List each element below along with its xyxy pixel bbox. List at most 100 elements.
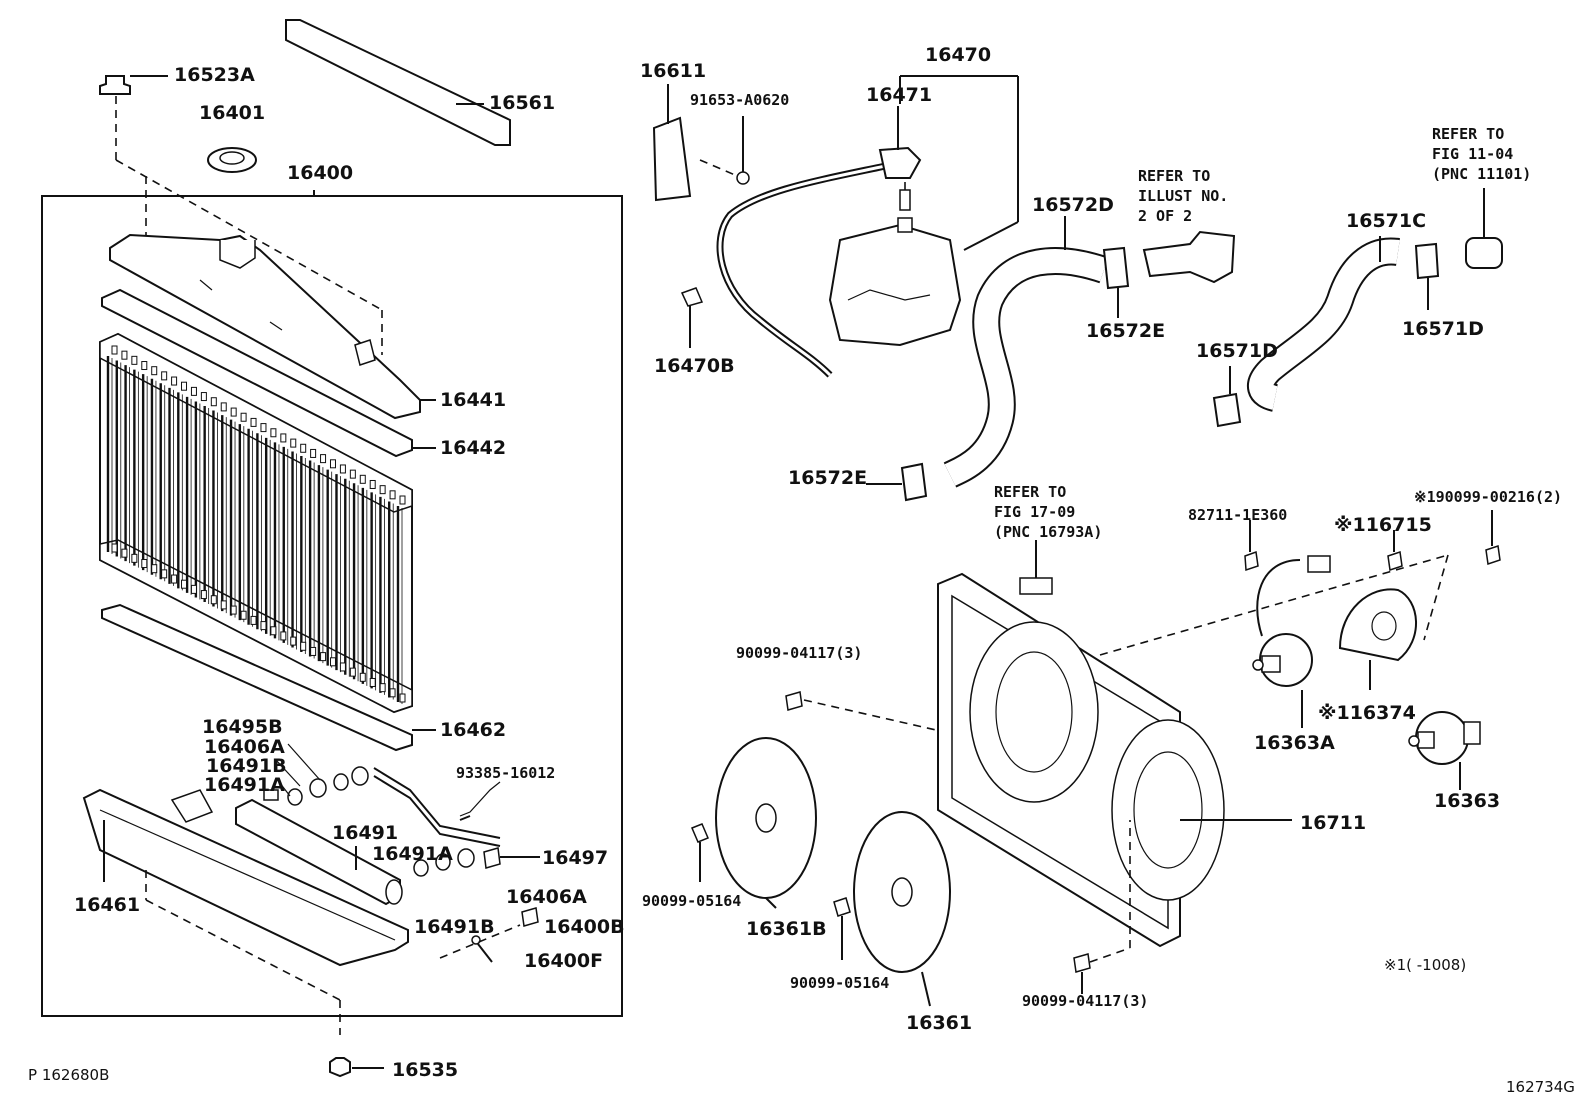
oil-cooler-16491 — [235, 798, 403, 906]
header-slot — [300, 443, 307, 453]
header-slot — [190, 584, 197, 594]
header-slot — [200, 590, 207, 600]
header-slot — [399, 693, 406, 703]
ref-fig1709-line2: FIG 17-09 — [994, 503, 1076, 521]
header-slot — [290, 636, 297, 646]
header-slot — [339, 464, 346, 474]
label-16363: 16363 — [1434, 790, 1501, 812]
label-16571C: 16571C — [1346, 210, 1427, 232]
label-16400F: 16400F — [524, 950, 604, 972]
label-16611: 16611 — [640, 60, 707, 82]
label-93385-16012: 93385-16012 — [456, 764, 556, 782]
label-16491A-upper: 16491A — [204, 774, 285, 796]
fan-shroud-16711 — [937, 540, 1292, 948]
ref-fig1709-line1: REFER TO — [994, 483, 1067, 501]
label-16561: 16561 — [489, 92, 556, 114]
ref-fig1104-line2: FIG 11-04 — [1432, 145, 1514, 163]
radiator-core — [99, 332, 413, 714]
label-16497: 16497 — [542, 847, 609, 869]
label-16400B: 16400B — [544, 916, 625, 938]
label-16572D: 16572D — [1032, 194, 1114, 216]
motor-16363 — [1408, 711, 1481, 790]
header-slot — [379, 683, 386, 693]
gasket-16462 — [101, 603, 413, 752]
header-slot — [210, 397, 217, 407]
label-16401: 16401 — [199, 102, 266, 124]
lower-tank-16461 — [82, 788, 409, 967]
motor-16363A — [1252, 555, 1331, 728]
label-16462: 16462 — [440, 719, 507, 741]
label-90099-05164-right: 90099-05164 — [790, 974, 890, 992]
label-16572E-upper: 16572E — [1086, 320, 1166, 342]
hose-16572D — [943, 247, 1109, 488]
header-slot — [141, 361, 148, 371]
fittings-group — [275, 743, 540, 963]
header-slot — [290, 438, 297, 448]
header-slot — [200, 392, 207, 402]
label-16442: 16442 — [440, 437, 507, 459]
label-16711: 16711 — [1300, 812, 1367, 834]
header-slot — [161, 569, 168, 579]
header-slot — [161, 371, 168, 381]
header-slot — [349, 469, 356, 479]
header-slot — [310, 646, 317, 656]
label-82711-1E360: 82711-1E360 — [1188, 506, 1288, 524]
header-slot — [131, 355, 138, 365]
header-slot — [111, 543, 118, 553]
header-slot — [339, 662, 346, 672]
ref-illust-note: REFER TO ILLUST NO. 2 OF 2 — [1138, 166, 1228, 226]
upper-tank-16441 — [109, 233, 436, 420]
label-16491B-upper: 16491B — [206, 755, 287, 777]
cushion-16535 — [329, 1057, 351, 1078]
reserve-tank — [828, 182, 962, 347]
right-code: 162734G — [1506, 1078, 1575, 1096]
header-slot — [181, 381, 188, 391]
header-slot — [379, 485, 386, 495]
header-slot — [220, 402, 227, 412]
header-slot — [131, 553, 138, 563]
label-16491A-lower: 16491A — [372, 843, 453, 865]
header-slot — [270, 428, 277, 438]
label-90099-04117-lower: 90099-04117(3) — [1022, 992, 1149, 1010]
label-16495B: 16495B — [202, 716, 283, 738]
header-slot — [121, 548, 128, 558]
header-slot — [320, 652, 327, 662]
seal-16561 — [285, 19, 511, 146]
header-slot — [171, 574, 178, 584]
label-16406A-lower: 16406A — [506, 886, 587, 908]
ref-fig1104-note: REFER TO FIG 11-04 (PNC 11101) — [1432, 124, 1531, 184]
label-16571D-right: 16571D — [1402, 318, 1484, 340]
header-slot — [300, 641, 307, 651]
header-slot — [220, 600, 227, 610]
label-16406A-upper: 16406A — [204, 736, 285, 758]
header-slot — [230, 605, 237, 615]
label-16470B: 16470B — [654, 355, 735, 377]
ref-illust-line2: ILLUST NO. — [1138, 187, 1229, 205]
label-16572E-lower: 16572E — [788, 467, 868, 489]
fan-16361 — [853, 811, 951, 1007]
header-slot — [260, 423, 267, 433]
label-16374: ※116374 — [1318, 702, 1416, 724]
label-16361: 16361 — [906, 1012, 973, 1034]
label-16461: 16461 — [74, 894, 141, 916]
header-slot — [399, 495, 406, 505]
label-16470: 16470 — [925, 44, 992, 66]
header-slot — [250, 417, 257, 427]
label-90099-04117-upper: 90099-04117(3) — [736, 644, 863, 662]
header-slot — [230, 407, 237, 417]
header-slot — [141, 559, 148, 569]
label-16363A: 16363A — [1254, 732, 1335, 754]
label-16491B-lower: 16491B — [414, 916, 495, 938]
ref-illust-line3: 2 OF 2 — [1138, 207, 1193, 225]
header-slot — [151, 366, 158, 376]
header-slot — [270, 626, 277, 636]
label-16400: 16400 — [287, 162, 354, 184]
header-slot — [171, 376, 178, 386]
cover-16374 — [1338, 588, 1417, 662]
footnote: ※1( -1008) — [1384, 956, 1467, 974]
header-slot — [369, 479, 376, 489]
header-slot — [210, 595, 217, 605]
radiator-cap-16523A — [99, 75, 168, 95]
label-190099-00216: ※190099-00216(2) — [1414, 488, 1563, 506]
